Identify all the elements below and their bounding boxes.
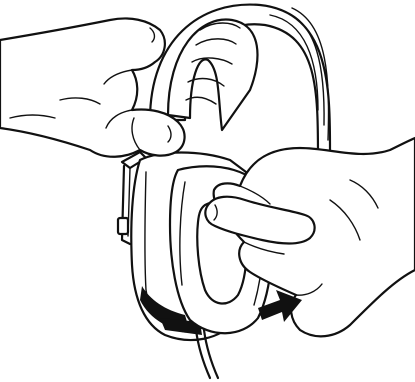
headband-icon <box>148 3 332 162</box>
hand-icon <box>0 17 186 158</box>
cable-icon <box>194 328 220 380</box>
hand-icon <box>204 136 415 338</box>
arrow-right-icon <box>258 290 302 322</box>
